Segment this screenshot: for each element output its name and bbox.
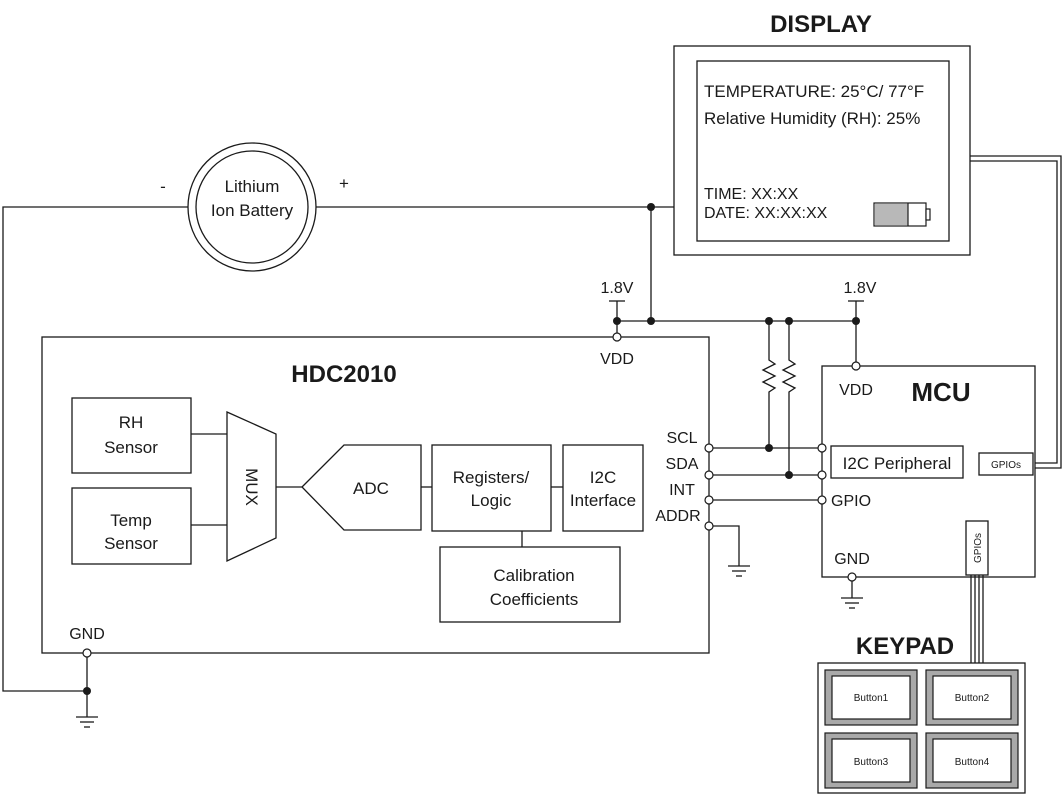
mcu-title: MCU [911,377,970,407]
supply-voltage-left: 1.8V [601,280,634,297]
mcu-gpios-right-block [978,452,1034,476]
mcu-gpios-right-label: GPIOs [991,460,1021,471]
mcu-gpios-bottom-label: GPIOs [973,533,984,563]
hdc-sda-pin [704,470,714,480]
display-time-text: TIME: XX:XX [704,186,799,203]
keypad-button-3[interactable] [824,732,918,789]
keypad-gpio-bus [970,575,984,663]
hdc-vdd-pin [612,332,622,342]
registers-label-1: Registers/ [453,468,530,487]
temp-sensor-label-2: Sensor [104,534,158,553]
calibration-label-1: Calibration [493,566,574,585]
hdc-ground-wire [83,657,91,717]
keypad-title: KEYPAD [856,633,954,660]
pin-label-sda: SDA [666,456,699,473]
mcu-sda-pin [817,470,827,480]
i2c-signal-wires [709,447,822,566]
battery-positive-wire [316,203,674,321]
mcu-gnd-label: GND [834,551,870,568]
addr-ground-icon [728,565,750,577]
keypad-button-3-label: Button3 [854,757,889,768]
pullup-resistor-sda [781,321,797,479]
mcu-scl-pin [817,443,827,453]
battery-negative-wire [2,206,188,692]
battery-minus-label: - [160,177,166,196]
battery-label-line1: Lithium [225,177,280,196]
keypad-button-1-label: Button1 [854,693,889,704]
adc-label: ADC [353,479,389,498]
mcu-ground-icon [841,581,863,609]
calibration-label-2: Coefficients [490,590,579,609]
supply-voltage-right: 1.8V [844,280,877,297]
i2c-interface-block [562,444,644,532]
display-temperature-text: TEMPERATURE: 25°C/ 77°F [704,82,924,101]
mcu-vdd-pin [851,361,861,371]
mux-label: MUX [242,468,261,506]
keypad-button-4[interactable] [925,732,1019,789]
battery-plus-label: + [339,174,349,193]
hdc-gnd-label: GND [69,626,105,643]
pullup-resistor-scl [761,321,777,452]
hdc-gnd-pin [82,648,92,658]
i2c-peripheral-label: I2C Peripheral [843,454,952,473]
hdc2010-title: HDC2010 [291,361,396,388]
display-date-text: DATE: XX:XX:XX [704,205,828,222]
pin-label-scl: SCL [666,430,697,447]
battery-level-icon [873,202,931,227]
vdd-rail [609,300,864,366]
mcu-gpio-pin [817,495,827,505]
hdc-int-pin [704,495,714,505]
mcu-gpio-label: GPIO [831,493,871,510]
temp-sensor-block [71,487,192,565]
keypad-button-1[interactable] [824,669,918,726]
rh-sensor-block [71,397,192,474]
hdc-scl-pin [704,443,714,453]
calibration-coefficients-block [439,546,621,623]
keypad-button-2-label: Button2 [955,693,990,704]
temp-sensor-label-1: Temp [110,511,152,530]
main-ground-icon [76,716,98,728]
rh-sensor-label-2: Sensor [104,438,158,457]
pin-label-int: INT [669,482,695,499]
lithium-battery [187,142,317,272]
display-gpio-bus [970,155,1062,469]
mcu-vdd-label: VDD [839,382,873,399]
display-title: DISPLAY [770,11,872,38]
i2c-interface-label-1: I2C [590,468,616,487]
battery-label-line2: Ion Battery [211,201,294,220]
keypad-button-2[interactable] [925,669,1019,726]
i2c-peripheral-block [830,445,964,479]
registers-logic-block [431,444,552,532]
mcu-gnd-pin [847,572,857,582]
mux-block [226,410,277,563]
pin-label-addr: ADDR [655,508,700,525]
i2c-interface-label-2: Interface [570,491,636,510]
registers-label-2: Logic [471,491,512,510]
hdc-addr-pin [704,521,714,531]
hdc-vdd-label: VDD [600,351,634,368]
keypad-button-4-label: Button4 [955,757,990,768]
display-humidity-text: Relative Humidity (RH): 25% [704,109,920,128]
rh-sensor-label-1: RH [119,413,144,432]
mcu-gpios-bottom-block [965,520,989,576]
